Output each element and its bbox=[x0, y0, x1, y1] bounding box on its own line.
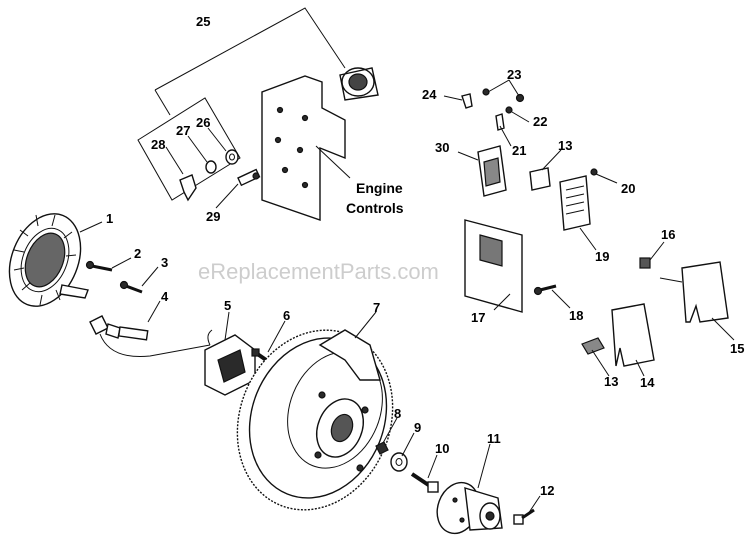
part-26 bbox=[225, 149, 239, 165]
callout-5: 5 bbox=[224, 298, 231, 313]
washer-part-9 bbox=[390, 452, 408, 472]
callout-17: 17 bbox=[471, 310, 485, 325]
callout-3: 3 bbox=[161, 255, 168, 270]
callout-18: 18 bbox=[569, 308, 583, 323]
callout-20: 20 bbox=[621, 181, 635, 196]
callout-6: 6 bbox=[283, 308, 290, 323]
callout-21: 21 bbox=[512, 143, 526, 158]
hub-part-11 bbox=[436, 481, 503, 535]
clip-part-13-lower bbox=[581, 337, 605, 355]
callout-23: 23 bbox=[507, 67, 521, 82]
callout-16: 16 bbox=[661, 227, 675, 242]
flywheel-part-7 bbox=[236, 329, 394, 511]
callout-2: 2 bbox=[134, 246, 141, 261]
screw-part-20 bbox=[590, 168, 598, 176]
part-27 bbox=[205, 160, 217, 174]
screw-part-23 bbox=[482, 88, 525, 103]
screw-part-18 bbox=[533, 284, 557, 296]
callout-1: 1 bbox=[106, 211, 113, 226]
callout-14: 14 bbox=[640, 375, 655, 390]
part-28 bbox=[179, 174, 197, 202]
engine-controls-label-line1: Engine bbox=[356, 180, 403, 196]
callout-9: 9 bbox=[414, 420, 421, 435]
connector-part-4 bbox=[89, 315, 211, 358]
ignition-module-part-5 bbox=[204, 329, 256, 396]
group-outline-26-28 bbox=[137, 97, 241, 201]
callout-4: 4 bbox=[161, 289, 169, 304]
watermark: eReplacementParts.com bbox=[198, 259, 439, 284]
callout-28: 28 bbox=[151, 137, 165, 152]
key-part-8 bbox=[375, 441, 389, 455]
control-assembly-part-25 bbox=[339, 67, 379, 101]
callout-29: 29 bbox=[206, 209, 220, 224]
part-16 bbox=[639, 257, 651, 269]
stud-part-29 bbox=[237, 168, 261, 187]
clip-part-13-upper bbox=[529, 167, 551, 191]
screw-part-2 bbox=[85, 260, 113, 272]
callout-11: 11 bbox=[487, 431, 501, 446]
module-part-14 bbox=[611, 303, 655, 367]
nut-part-22 bbox=[505, 106, 513, 114]
rectifier-part-30 bbox=[477, 145, 507, 197]
callout-7: 7 bbox=[373, 300, 380, 315]
plate-part-17 bbox=[464, 219, 523, 313]
bracket-part-24 bbox=[461, 93, 473, 109]
callout-12: 12 bbox=[540, 483, 554, 498]
callout-30: 30 bbox=[435, 140, 449, 155]
screw-part-3 bbox=[119, 280, 143, 294]
callout-24: 24 bbox=[422, 87, 437, 102]
callout-27: 27 bbox=[176, 123, 190, 138]
bracket-part-21 bbox=[495, 113, 505, 131]
module-part-15 bbox=[659, 261, 729, 323]
callout-13-lower: 13 bbox=[604, 374, 618, 389]
callout-25: 25 bbox=[196, 14, 210, 29]
callout-15: 15 bbox=[730, 341, 744, 356]
control-plate bbox=[261, 75, 346, 221]
callout-19: 19 bbox=[595, 249, 609, 264]
callout-8: 8 bbox=[394, 406, 401, 421]
bracket-25 bbox=[154, 7, 346, 116]
regulator-part-19 bbox=[559, 175, 591, 231]
bolt-part-10 bbox=[410, 472, 439, 493]
callout-10: 10 bbox=[435, 441, 449, 456]
stator-part-1 bbox=[8, 213, 89, 307]
leader-lines bbox=[79, 79, 735, 515]
engine-controls-label-line2: Controls bbox=[346, 200, 404, 216]
callout-13-upper: 13 bbox=[558, 138, 572, 153]
callout-26: 26 bbox=[196, 115, 210, 130]
bolt-part-12 bbox=[513, 508, 535, 525]
callout-22: 22 bbox=[533, 114, 547, 129]
